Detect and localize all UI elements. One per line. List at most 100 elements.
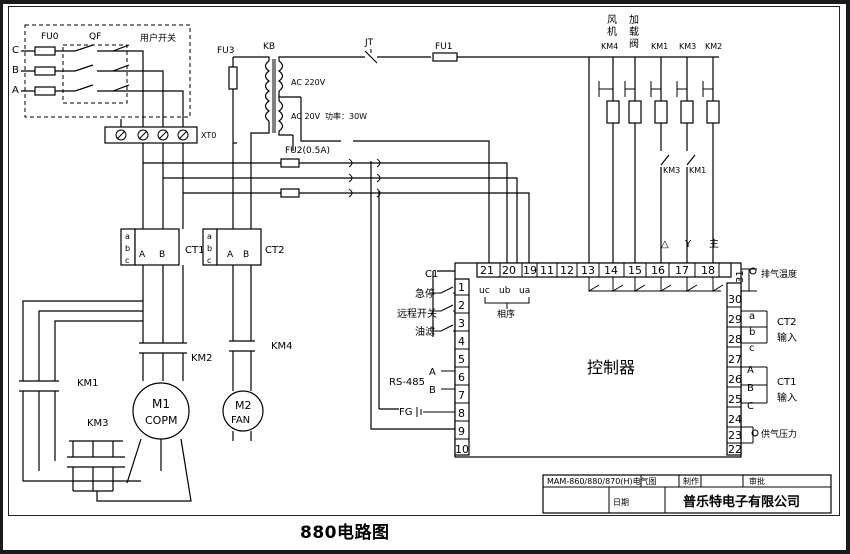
ac20-label: AC 20V bbox=[291, 112, 321, 121]
terminal-30: 30 bbox=[728, 293, 742, 306]
km3-label: KM3 bbox=[87, 418, 109, 429]
c1-label: C1 bbox=[425, 269, 438, 280]
controller-box bbox=[454, 262, 742, 458]
schematic-sheet: FU0 QF 用户开关 C B A XT0 FU3 KB bbox=[8, 6, 840, 516]
kb-label: KB bbox=[263, 42, 275, 52]
ct1-a: a bbox=[125, 232, 130, 241]
terminal-29: 29 bbox=[728, 313, 742, 326]
terminal-24: 24 bbox=[728, 413, 742, 426]
coil-km1-label: KM1 bbox=[651, 42, 668, 51]
circuit-diagram: FU0 QF 用户开关 C B A XT0 FU3 KB bbox=[12, 14, 832, 514]
fg-label: FG bbox=[399, 407, 413, 418]
terminal-14: 14 bbox=[604, 264, 618, 277]
fu0-fuse-a bbox=[34, 86, 56, 96]
power30-label: 功率：30W bbox=[325, 111, 367, 121]
right-inputs: 排气温度 a b c CT2 输入 A B C CT1 输入 供气压力 bbox=[741, 267, 797, 444]
title-block: MAM-860/880/870(H)电气图 制作 审批 日期 普乐特电子有限公司 bbox=[542, 474, 832, 514]
fu0-fuse-c bbox=[34, 46, 56, 56]
terminal-16: 16 bbox=[651, 264, 665, 277]
exhaust-temp-label: 排气温度 bbox=[761, 268, 797, 280]
coil-km3 bbox=[680, 100, 694, 124]
current-transformers: a b c A B CT1 a b c A B CT2 bbox=[120, 228, 284, 341]
terminal-strip-top: 21 20 19 11 12 13 14 15 16 17 18 31 bbox=[480, 263, 746, 283]
ct1-in-A: A bbox=[747, 365, 754, 376]
fu1-label: FU1 bbox=[435, 42, 453, 52]
ct2-B: B bbox=[243, 250, 249, 260]
ua-label: ua bbox=[519, 286, 530, 296]
fu3-label: FU3 bbox=[217, 46, 235, 56]
terminal-23: 23 bbox=[728, 429, 742, 442]
ct1-input-label: CT1 bbox=[777, 377, 796, 388]
terminal-19: 19 bbox=[523, 264, 537, 277]
mark-triangle: △ bbox=[661, 239, 669, 250]
supply-pressure-label: 供气压力 bbox=[761, 428, 797, 440]
terminal-21: 21 bbox=[480, 264, 494, 277]
terminal-22: 22 bbox=[728, 443, 742, 456]
terminal-strip-left: 1 2 3 4 5 6 7 8 9 10 bbox=[455, 281, 469, 456]
ct1-input-sub: 输入 bbox=[777, 391, 797, 404]
terminal-17: 17 bbox=[675, 264, 689, 277]
motor-m2 bbox=[222, 390, 264, 432]
terminal-12: 12 bbox=[560, 264, 574, 277]
terminal-7: 7 bbox=[458, 389, 465, 402]
ub-label: ub bbox=[499, 286, 511, 296]
terminal-4: 4 bbox=[458, 335, 465, 348]
fu2-fuse-b bbox=[280, 188, 300, 198]
motor-m1 bbox=[132, 382, 190, 440]
mark-main: 主 bbox=[709, 238, 719, 250]
relay-coils: 风 机 KM4 加 载 阀 KM1 KM3 KM2 KM3 KM1 △ Y 主 bbox=[588, 14, 722, 263]
approved-label: 审批 bbox=[749, 476, 765, 486]
ct2-in-a: a bbox=[749, 311, 755, 322]
heater-col-3: 阀 bbox=[629, 37, 639, 50]
km2-label: KM2 bbox=[191, 353, 213, 364]
ct2-input-sub: 输入 bbox=[777, 331, 797, 344]
terminal-1: 1 bbox=[458, 281, 465, 294]
coil-km2-label: KM2 bbox=[705, 42, 722, 51]
ct2-A: A bbox=[227, 250, 234, 260]
bus-lines bbox=[142, 142, 353, 229]
ct1-label: CT1 bbox=[185, 245, 204, 256]
terminal-26: 26 bbox=[728, 373, 742, 386]
xt0-label: XT0 bbox=[201, 131, 216, 140]
ct2-in-c: c bbox=[749, 343, 755, 354]
oil-filter-label: 油滤 bbox=[415, 325, 435, 338]
terminal-9: 9 bbox=[458, 425, 465, 438]
terminal-15: 15 bbox=[628, 264, 642, 277]
mark-y: Y bbox=[684, 239, 692, 250]
terminal-11: 11 bbox=[540, 264, 554, 277]
ct2-c: c bbox=[207, 256, 211, 265]
model-label: MAM-860/880/870(H)电气图 bbox=[547, 476, 657, 486]
coil-km1 bbox=[654, 100, 668, 124]
uc-label: uc bbox=[479, 286, 490, 296]
terminal-25: 25 bbox=[728, 393, 742, 406]
fu0-fuse-b bbox=[34, 66, 56, 76]
ct2-a: a bbox=[207, 232, 212, 241]
ct2-input-label: CT2 bbox=[777, 317, 796, 328]
remote-switch-label: 远程开关 bbox=[397, 307, 437, 320]
emergency-label: 急停 bbox=[415, 287, 435, 300]
terminal-20: 20 bbox=[502, 264, 516, 277]
input-section: FU0 QF 用户开关 C B A XT0 bbox=[12, 24, 216, 144]
ct2-b: b bbox=[207, 244, 212, 253]
ct1-A: A bbox=[139, 250, 146, 260]
user-switch-label: 用户开关 bbox=[140, 32, 176, 44]
terminal-13: 13 bbox=[581, 264, 595, 277]
rs485-a-label: A bbox=[429, 367, 436, 378]
terminal-8: 8 bbox=[458, 407, 465, 420]
fan-col-2: 机 bbox=[607, 25, 617, 38]
terminal-6: 6 bbox=[458, 371, 465, 384]
terminal-27: 27 bbox=[728, 353, 742, 366]
m1-label: M1 bbox=[152, 397, 170, 411]
ct1-box bbox=[134, 228, 180, 266]
motor-section: KM2 KM4 M1 COPM M2 FAN KM1 KM3 bbox=[19, 300, 293, 502]
ct1-in-C: C bbox=[747, 401, 754, 412]
rs485-b-label: B bbox=[429, 385, 436, 396]
ct1-b: b bbox=[125, 244, 130, 253]
controller-label: 控制器 bbox=[587, 358, 635, 377]
phase-seq-label: 相序 bbox=[497, 308, 515, 320]
fan-col-3: KM4 bbox=[601, 42, 618, 51]
left-inputs: C1 急停 远程开关 油滤 A RS-485 B FG bbox=[370, 161, 455, 430]
terminal-3: 3 bbox=[458, 317, 465, 330]
control-power-section: FU3 KB AC 220V AC 20V 功率：30W JT FU1 FU2(… bbox=[217, 38, 719, 263]
